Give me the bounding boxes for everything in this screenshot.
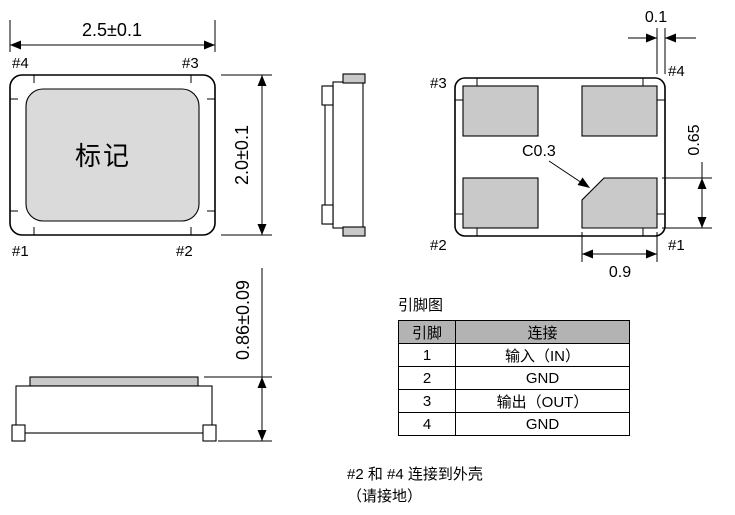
pin-column-header: 引脚 [398,320,456,344]
lid-edge-bottom [342,226,366,237]
arrowhead [697,178,707,189]
arrowhead [257,430,267,441]
dim-pad-width: 0.9 [581,232,658,281]
table-row: 4 GND [398,412,630,436]
table-row: 3 输出（OUT） [398,389,630,413]
marking-area [25,88,200,222]
table-row: 1 输入（IN） [398,343,630,367]
pin2-label: #2 [430,237,447,254]
marking-label: 标记 [75,141,131,171]
pin-table-section: 引脚图 引脚 连接 1 输入（IN） 2 GND 3 输出（O [398,294,630,436]
side-body [332,81,364,229]
pin3-label: #3 [182,55,199,72]
pin-connection: GND [455,412,630,436]
body [15,385,213,434]
pin-table: 引脚 连接 1 输入（IN） 2 GND 3 输出（OUT） 4 [398,320,630,436]
top-view: 标记 #4 #3 #1 #2 [9,55,216,260]
pad3 [462,85,539,137]
pad1-chamfered [581,177,658,229]
pin2-label: #2 [176,243,193,260]
pad4 [581,85,658,137]
side-view-horizontal [11,376,217,442]
chamfer-callout: C0.3 [522,143,590,188]
arrowhead [665,33,676,43]
side-wall [324,85,334,225]
note-line1: #2 和 #4 连接到外壳 [347,466,483,483]
dim-pad-height-label: 0.65 [686,124,703,155]
dim-total-height-label: 0.86±0.09 [233,280,253,360]
terminal-right [202,424,217,442]
arrowhead [257,377,267,388]
lid [29,376,199,387]
pin3-label: #3 [430,75,447,92]
corner-ticks [455,78,665,236]
arrowhead [204,40,215,50]
pin-table-title: 引脚图 [398,297,444,314]
pin-number: 3 [398,389,456,413]
chamfer-label: C0.3 [522,143,556,160]
table-header-row: 引脚 连接 [398,320,630,344]
note-line2: （请接地） [347,488,423,505]
pin1-label: #1 [12,243,29,260]
pad2 [462,177,539,229]
pin-number: 2 [398,366,456,390]
table-row: 2 GND [398,366,630,390]
pin1-label: #1 [668,237,685,254]
dim-gap: 0.1 [628,9,696,74]
terminal-top [321,85,334,106]
arrowhead [257,75,267,86]
dim-pad-width-label: 0.9 [609,264,631,281]
dim-width: 2.5±0.1 [9,20,216,52]
side-view-vertical [321,73,366,237]
pin-connection: GND [455,366,630,390]
pin-number: 1 [398,343,456,367]
arrowhead [257,224,267,235]
dim-height: 2.0±0.1 [221,74,272,236]
pin4-label: #4 [12,55,29,72]
terminal-left [11,424,26,442]
dim-total-height: 0.86±0.09 [204,268,272,442]
arrowhead [10,40,21,50]
arrowhead [697,217,707,228]
case-ground-note: #2 和 #4 连接到外壳 （请接地） [347,464,483,508]
connection-column-header: 连接 [455,320,630,344]
arrowhead [577,177,590,188]
bottom-view: #3 #4 #2 #1 [430,63,685,254]
terminal-bottom [321,204,334,225]
pin-connection: 输出（OUT） [455,389,630,413]
pin-number: 4 [398,412,456,436]
dim-gap-label: 0.1 [645,9,667,26]
dim-height-label: 2.0±0.1 [232,125,252,185]
arrowhead [646,33,657,43]
corner-ticks [10,75,215,235]
pin-connection: 输入（IN） [455,343,630,367]
arrowhead [582,249,593,259]
dim-pad-height: 0.65 [662,124,712,229]
pin4-label: #4 [668,63,685,80]
dim-width-label: 2.5±0.1 [82,20,142,40]
lid-edge-top [342,73,366,84]
arrowhead [646,249,657,259]
